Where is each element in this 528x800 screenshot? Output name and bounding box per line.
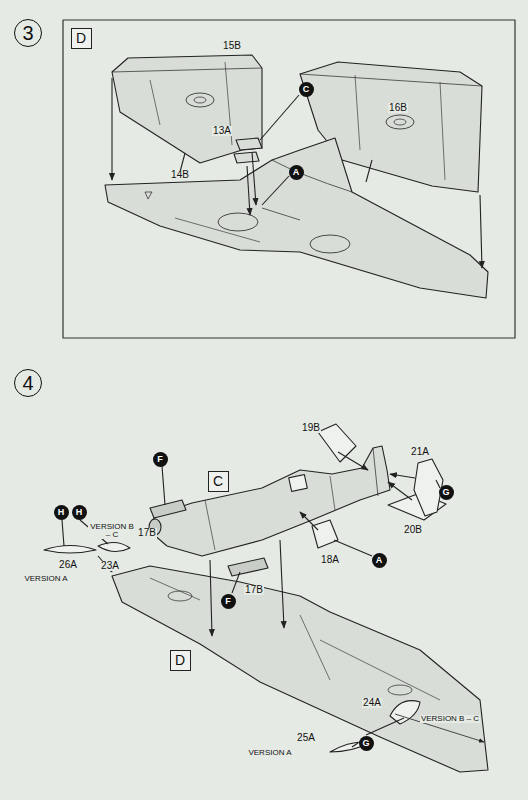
part-number: 14B — [170, 170, 190, 181]
part-number: 25A — [296, 733, 316, 744]
part-number: VERSION B – C — [88, 523, 136, 540]
leader-line — [352, 743, 358, 747]
subassembly-box: D — [71, 28, 92, 49]
wing-part — [105, 138, 488, 298]
leader-line — [62, 520, 64, 546]
assembly-arrow — [338, 452, 368, 470]
part-number: VERSION A — [23, 575, 68, 583]
wingtip-part — [98, 542, 130, 551]
assembly-arrow — [388, 482, 412, 500]
part-number: 24A — [362, 698, 382, 709]
callout-letter: D — [175, 653, 185, 667]
step-frame — [63, 20, 515, 338]
assembly-arrow — [247, 166, 250, 215]
callout-letter: G — [362, 739, 369, 748]
small-part — [234, 138, 262, 163]
part-number: 26A — [58, 560, 78, 571]
part-number: VERSION A — [247, 749, 292, 757]
leader-line — [334, 540, 372, 556]
callout-letter: A — [376, 556, 383, 565]
wing-part — [112, 55, 262, 172]
part-number: 18A — [320, 555, 340, 566]
part-number: 17B — [137, 528, 157, 539]
exhaust-part — [150, 500, 186, 518]
leader-line — [366, 718, 404, 735]
small-part — [312, 520, 338, 548]
wingtip-part — [44, 546, 96, 554]
callout-letter: C — [213, 474, 223, 488]
part-number: 21A — [410, 447, 430, 458]
assembly-arrow — [252, 152, 256, 205]
leader-line — [436, 480, 440, 488]
step-number: 3 — [14, 19, 42, 47]
leader-line — [260, 95, 299, 140]
fuselage-part — [149, 446, 390, 556]
callout-dot: F — [153, 452, 168, 467]
callout-letter: H — [76, 508, 83, 517]
tailplane-part — [318, 424, 356, 462]
step-number-text: 4 — [22, 373, 33, 393]
assembly-arrow — [300, 512, 318, 530]
callout-dot: F — [221, 594, 236, 609]
callout-dot: C — [299, 82, 314, 97]
leader-line — [232, 572, 240, 593]
callout-dot: A — [289, 165, 304, 180]
exhaust-part — [228, 558, 268, 576]
callout-dot: G — [439, 485, 454, 500]
assembly-arrow — [210, 560, 212, 636]
callout-dot: A — [372, 553, 387, 568]
step-number: 4 — [14, 369, 42, 397]
callout-letter: C — [303, 85, 310, 94]
assembly-arrow — [390, 474, 415, 478]
callout-letter: G — [442, 488, 449, 497]
callout-dot: H — [54, 505, 69, 520]
callout-letter: H — [58, 508, 65, 517]
part-number: 20B — [403, 525, 423, 536]
callout-letter: F — [157, 455, 163, 464]
assembly-arrow — [280, 540, 284, 628]
part-number: 16B — [388, 103, 408, 114]
assembly-arrow — [111, 78, 112, 180]
part-number: 17B — [244, 585, 264, 596]
subassembly-box: D — [170, 650, 191, 671]
step-number-text: 3 — [22, 23, 33, 43]
part-number: 13A — [212, 126, 232, 137]
assembly-arrow — [395, 714, 484, 742]
callout-dot: G — [359, 736, 374, 751]
leader-line — [262, 176, 289, 205]
part-number: 23A — [100, 561, 120, 572]
assembly-arrow — [480, 195, 482, 268]
part-number: VERSION B – C — [420, 715, 480, 723]
part-number: 15B — [222, 41, 242, 52]
rudder-part — [414, 459, 443, 516]
callout-dot: H — [72, 505, 87, 520]
callout-letter: A — [293, 168, 300, 177]
leader-line — [162, 466, 165, 505]
subassembly-box: C — [208, 471, 229, 492]
callout-letter: D — [76, 31, 86, 45]
wing-part — [112, 566, 488, 772]
callout-letter: F — [225, 597, 231, 606]
part-number: 19B — [301, 423, 321, 434]
